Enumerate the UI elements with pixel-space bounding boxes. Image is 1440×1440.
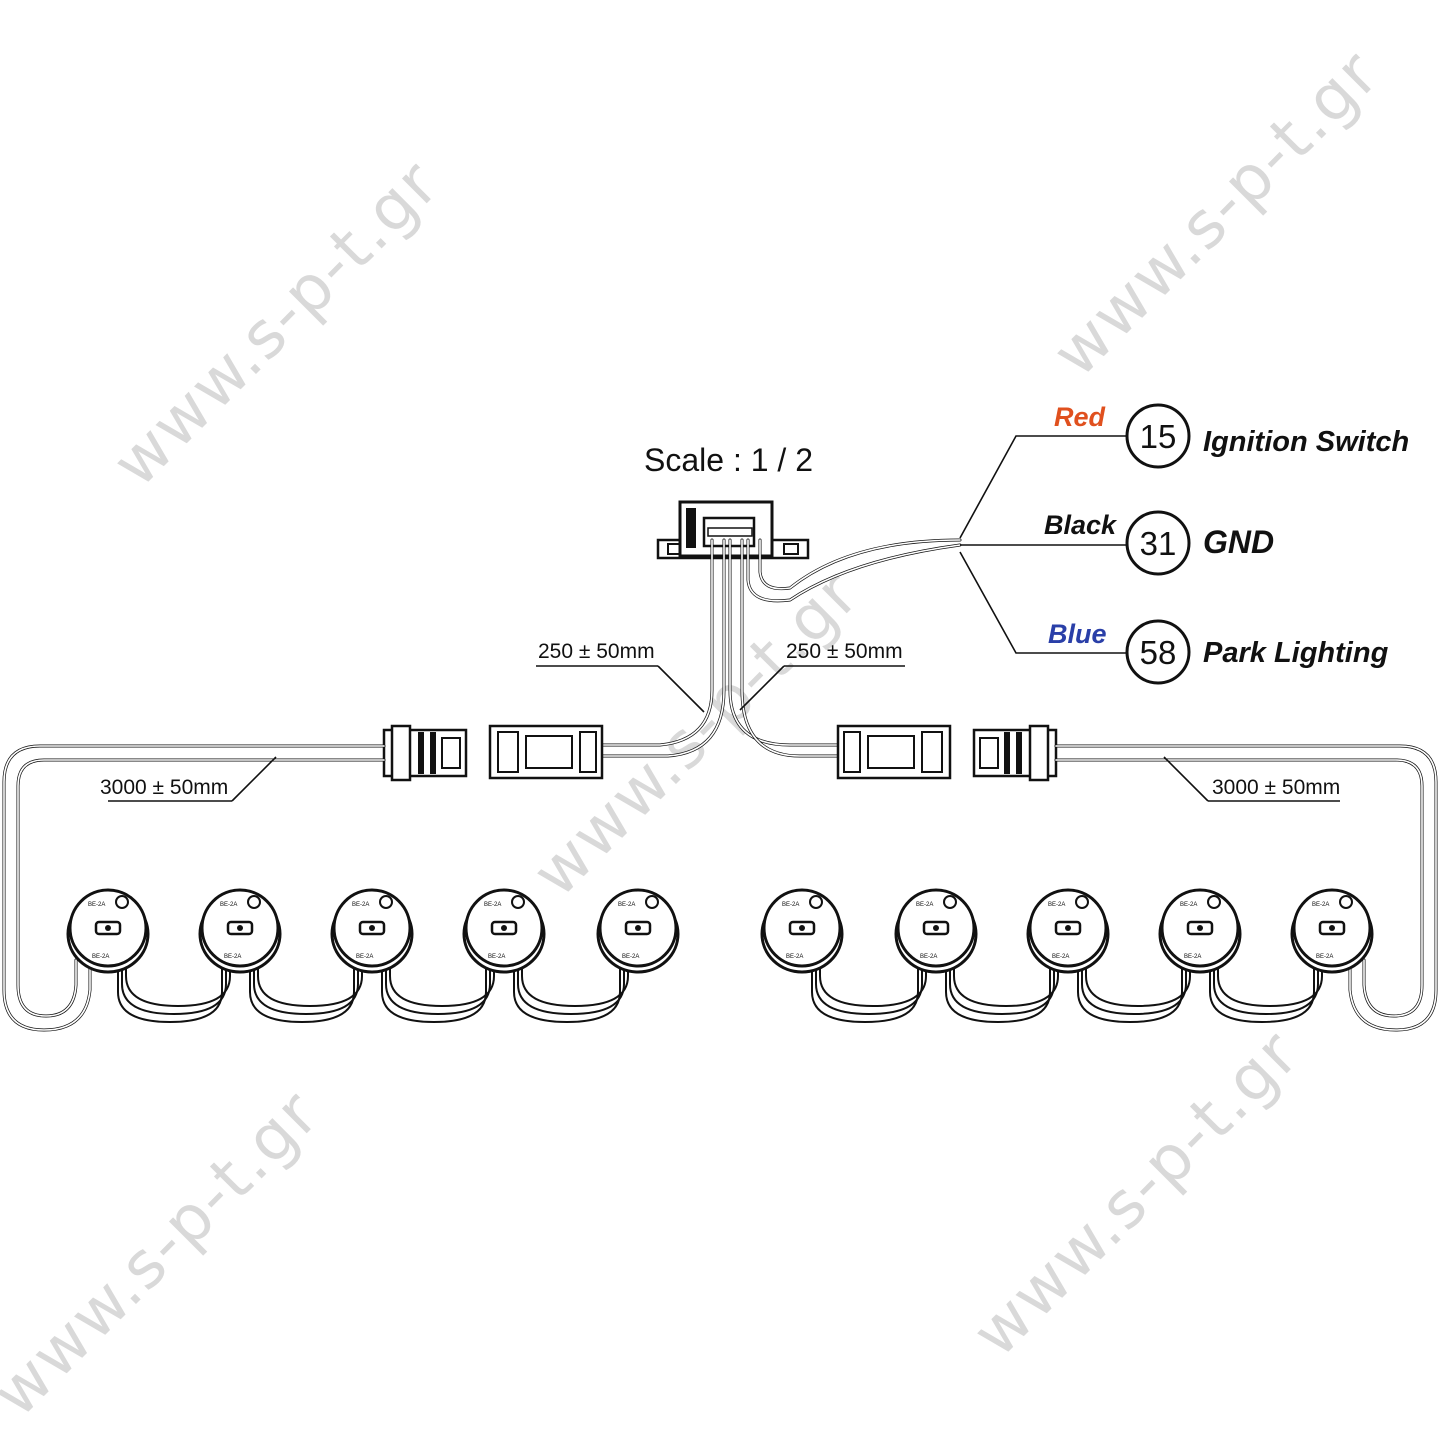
wire-function-label: Park Lighting bbox=[1203, 637, 1389, 669]
wire-red: Red 15 Ignition Switch bbox=[1054, 402, 1409, 469]
wire-fanout bbox=[959, 435, 1126, 654]
terminal-circle bbox=[1125, 510, 1191, 576]
lamp-label: BE-2A bbox=[920, 954, 937, 960]
lamp-connecting-wire bbox=[811, 966, 927, 1024]
dimension-text: 3000 ± 50mm bbox=[100, 776, 228, 799]
dimension-cable-right: 3000 ± 50mm bbox=[1163, 756, 1340, 802]
lamp-module: BE-2A BE-2A bbox=[198, 888, 282, 974]
lamp-connecting-wire bbox=[1209, 966, 1323, 1024]
lamp-label: BE-2A bbox=[1048, 902, 1065, 908]
lamp-connecting-wire bbox=[945, 966, 1059, 1024]
lamp-label: BE-2A bbox=[1316, 954, 1333, 960]
lamp-label: BE-2A bbox=[782, 902, 799, 908]
wire-black: Black 31 GND bbox=[1044, 510, 1274, 576]
dimension-branch-right: 250 ± 50mm bbox=[739, 640, 905, 711]
lamp-connecting-wire bbox=[381, 966, 495, 1024]
wire-function-label: GND bbox=[1203, 524, 1274, 560]
lamp-label: BE-2A bbox=[484, 902, 501, 908]
lamp-module: BE-2A BE-2A bbox=[1290, 888, 1374, 974]
lamp-module: BE-2A BE-2A bbox=[462, 888, 546, 974]
terminal-number: 15 bbox=[1140, 418, 1177, 455]
wire-function-label: Ignition Switch bbox=[1203, 426, 1409, 458]
connector-right-male bbox=[972, 724, 1058, 782]
lamp-label: BE-2A bbox=[488, 954, 505, 960]
terminal-number: 31 bbox=[1140, 525, 1177, 562]
lamp-module: BE-2A BE-2A bbox=[330, 888, 414, 974]
lamp-module: BE-2A BE-2A bbox=[760, 888, 844, 974]
lamp-module: BE-2A BE-2A bbox=[1158, 888, 1242, 974]
dimension-text: 250 ± 50mm bbox=[786, 640, 903, 663]
lamp-label: BE-2A bbox=[220, 902, 237, 908]
watermark-text: www.s-p-t.gr bbox=[1039, 36, 1394, 391]
lamp-module: BE-2A BE-2A bbox=[66, 888, 150, 974]
lamp-label: BE-2A bbox=[622, 954, 639, 960]
dimension-text: 3000 ± 50mm bbox=[1212, 776, 1340, 799]
branch-cables bbox=[600, 538, 962, 758]
lamp-label: BE-2A bbox=[916, 902, 933, 908]
lamp-label: BE-2A bbox=[1052, 954, 1069, 960]
lamp-module: BE-2A BE-2A bbox=[596, 888, 680, 974]
connector-right-female bbox=[836, 724, 952, 780]
connector-left-male bbox=[382, 724, 468, 782]
lamp-connecting-wire bbox=[117, 966, 231, 1024]
wire-color-label: Black bbox=[1044, 510, 1118, 540]
lamp-label: BE-2A bbox=[356, 954, 373, 960]
dimension-text: 250 ± 50mm bbox=[538, 640, 655, 663]
terminal-circle bbox=[1125, 403, 1191, 469]
lamp-connecting-wire bbox=[513, 966, 629, 1024]
lamp-chain: BE-2ABE-2ABE-2ABE-2ABE-2ABE-2ABE-2ABE-2A… bbox=[66, 888, 1374, 1024]
lamp-label: BE-2A bbox=[1312, 902, 1329, 908]
lamp-module: BE-2A BE-2A bbox=[1026, 888, 1110, 974]
lamp-label: BE-2A bbox=[352, 902, 369, 908]
dimension-cable-left: 3000 ± 50mm bbox=[100, 756, 277, 802]
lamp-label: BE-2A bbox=[1184, 954, 1201, 960]
terminal-circle bbox=[1125, 619, 1191, 685]
lamp-connecting-wire bbox=[249, 966, 363, 1024]
lamp-label: BE-2A bbox=[88, 902, 105, 908]
long-cables bbox=[2, 744, 1438, 1032]
lamp-label: BE-2A bbox=[92, 954, 109, 960]
lamp-connecting-wire bbox=[1077, 966, 1191, 1024]
wire-color-label: Red bbox=[1054, 402, 1106, 432]
scale-title: Scale : 1 / 2 bbox=[644, 442, 813, 478]
terminal-number: 58 bbox=[1140, 634, 1177, 671]
lamp-label: BE-2A bbox=[1180, 902, 1197, 908]
lamp-label: BE-2A bbox=[224, 954, 241, 960]
wire-blue: Blue 58 Park Lighting bbox=[1048, 619, 1389, 685]
wire-color-label: Blue bbox=[1048, 619, 1107, 649]
lamp-module: BE-2A BE-2A bbox=[894, 888, 978, 974]
lamp-label: BE-2A bbox=[786, 954, 803, 960]
connector-left-female bbox=[488, 724, 604, 780]
watermark-text: www.s-p-t.gr bbox=[959, 1016, 1314, 1371]
watermark-text: www.s-p-t.gr bbox=[0, 1076, 334, 1431]
lamp-label: BE-2A bbox=[618, 902, 635, 908]
dimension-branch-left: 250 ± 50mm bbox=[536, 640, 705, 713]
